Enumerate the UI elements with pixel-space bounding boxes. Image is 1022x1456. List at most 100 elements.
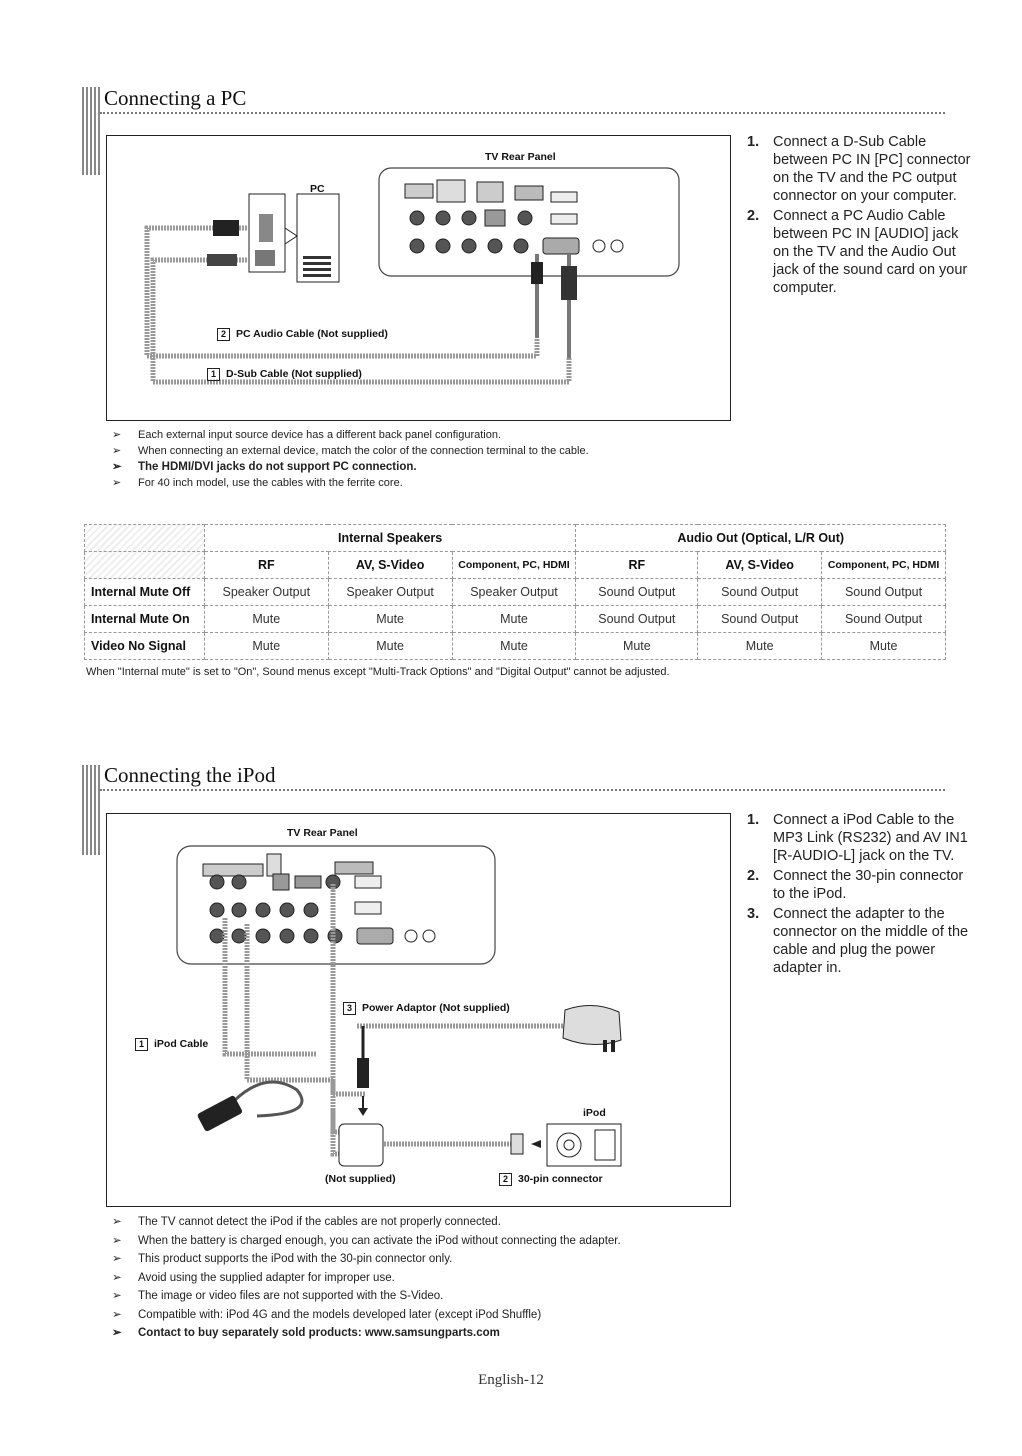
step-number: 1. [747, 134, 760, 150]
table-cell: Mute [575, 632, 699, 660]
note-arrow-icon: ➢ [112, 1290, 122, 1302]
pin-connector-label: 30-pin connector [518, 1173, 603, 1185]
pc-label: PC [310, 183, 325, 195]
note-item: ➢Avoid using the supplied adapter for im… [112, 1269, 832, 1288]
ipod-cable-label: iPod Cable [154, 1038, 209, 1050]
sub-header: RF [575, 551, 699, 579]
cable-number-2: 2 [499, 1173, 512, 1186]
table-cell: Speaker Output [327, 578, 453, 606]
note-arrow-icon: ➢ [112, 1327, 122, 1339]
table-cell: Sound Output [575, 578, 699, 606]
group-internal-speakers: Internal Speakers [203, 524, 577, 552]
note-arrow-icon: ➢ [112, 1271, 122, 1284]
table-corner [84, 551, 205, 579]
note-text: The image or video files are not support… [138, 1290, 444, 1302]
section-rule [100, 789, 945, 791]
section-rule [100, 112, 945, 114]
note-item: ➢The HDMI/DVI jacks do not support PC co… [112, 459, 812, 475]
note-arrow-icon: ➢ [112, 1234, 122, 1247]
step-text: Connect a D-Sub Cable between PC IN [PC]… [773, 134, 971, 204]
table-row: Video No Signal Mute Mute Mute Mute Mute… [84, 632, 946, 660]
section-bar [82, 765, 100, 855]
note-text: The HDMI/DVI jacks do not support PC con… [138, 461, 417, 473]
step-text: Connect a PC Audio Cable between PC IN [… [773, 208, 968, 296]
tv-rear-panel-label: TV Rear Panel [287, 827, 358, 839]
dsub-cable-label: D-Sub Cable (Not supplied) [226, 368, 362, 380]
step-text: Connect a iPod Cable to the MP3 Link (RS… [773, 812, 968, 864]
ipod-steps: 1. Connect a iPod Cable to the MP3 Link (… [747, 811, 972, 979]
note-item: ➢Each external input source device has a… [112, 427, 812, 443]
ipod-diagram-graphic [176, 845, 622, 1167]
section-title-pc: Connecting a PC [104, 86, 247, 110]
ipod-connection-diagram: TV Rear Panel 3 Power Adaptor (Not suppli… [106, 813, 731, 1207]
step-number: 3. [747, 906, 760, 922]
note-text: Compatible with: iPod 4G and the models … [138, 1308, 542, 1321]
sub-header: AV, S-Video [327, 551, 453, 579]
ipod-step-2: 2.Connect the 30-pin connector to the iP… [747, 867, 972, 903]
row-header: Video No Signal [84, 632, 205, 660]
cable-number-2: 2 [217, 328, 230, 341]
ipod-notes: ➢The TV cannot detect the iPod if the ca… [112, 1213, 832, 1343]
ipod-label: iPod [583, 1107, 606, 1119]
pc-audio-cable-caption: 2 PC Audio Cable (Not supplied) [217, 328, 388, 341]
pin-connector-caption: 2 30-pin connector [499, 1173, 603, 1186]
table-cell: Mute [451, 632, 577, 660]
table-cell: Mute [821, 632, 946, 660]
sub-header: Component, PC, HDMI [451, 551, 577, 579]
pc-audio-cable-label: PC Audio Cable (Not supplied) [236, 328, 388, 340]
section-title-ipod: Connecting the iPod [104, 763, 276, 787]
note-item: ➢Contact to buy separately sold products… [112, 1324, 832, 1343]
table-cell: Sound Output [697, 605, 823, 633]
cable-number-1: 1 [135, 1038, 148, 1051]
table-cell: Mute [327, 632, 453, 660]
section-bar [82, 87, 100, 175]
note-arrow-icon: ➢ [112, 1216, 122, 1228]
note-arrow-icon: ➢ [112, 477, 122, 489]
note-item: ➢ When the battery is charged enough, you… [112, 1232, 832, 1251]
step-text: Connect the adapter to the connector on … [773, 906, 969, 976]
table-corner [84, 524, 205, 552]
ipod-step-1: 1. Connect a iPod Cable to the MP3 Link (… [747, 811, 972, 865]
table-row: Internal Mute Off Speaker Output Speaker… [84, 578, 946, 606]
note-item: ➢ For 40 inch model, use the cables with … [112, 475, 812, 491]
audio-output-table: Internal Speakers Audio Out (Optical, L/… [84, 524, 946, 660]
table-cell: Mute [327, 605, 453, 633]
table-cell: Sound Output [821, 578, 946, 606]
table-cell: Speaker Output [451, 578, 577, 606]
table-cell: Mute [697, 632, 823, 660]
table-cell: Mute [203, 632, 329, 660]
sub-header: AV, S-Video [697, 551, 823, 579]
table-sub-header: RF AV, S-Video Component, PC, HDMI RF AV… [84, 551, 946, 579]
table-cell: Sound Output [821, 605, 946, 633]
note-text: When connecting an external device, matc… [138, 445, 589, 457]
note-arrow-icon: ➢ [112, 445, 122, 457]
note-item: ➢ When connecting an external device, mat… [112, 443, 812, 459]
note-text: This product supports the iPod with the … [138, 1253, 453, 1265]
pc-notes: ➢Each external input source device has a… [112, 427, 812, 491]
row-header: Internal Mute On [84, 605, 205, 633]
note-arrow-icon: ➢ [112, 429, 122, 441]
ipod-cable-caption: 1 iPod Cable [135, 1038, 208, 1051]
power-adaptor-label: Power Adaptor (Not supplied) [362, 1002, 510, 1014]
sub-header: Component, PC, HDMI [821, 551, 946, 579]
table-cell: Sound Output [697, 578, 823, 606]
tv-rear-panel-label: TV Rear Panel [485, 151, 556, 163]
row-header: Internal Mute Off [84, 578, 205, 606]
note-text: When the battery is charged enough, you … [138, 1234, 621, 1247]
note-text: For 40 inch model, use the cables with t… [138, 477, 403, 489]
cable-number-3: 3 [343, 1002, 356, 1015]
sub-header: RF [203, 551, 329, 579]
pc-step-2: 2.Connect a PC Audio Cable between PC IN… [747, 207, 972, 297]
power-adaptor-caption: 3 Power Adaptor (Not supplied) [343, 1002, 510, 1015]
table-cell: Sound Output [575, 605, 699, 633]
table-cell: Speaker Output [203, 578, 329, 606]
ipod-step-3: 3. Connect the adapter to the connector o… [747, 905, 972, 977]
pc-step-1: 1. Connect a D-Sub Cable between PC IN [P… [747, 133, 972, 205]
pc-connection-diagram: TV Rear Panel PC 2 PC Audio Cable (Not su… [106, 135, 731, 421]
note-item: ➢The TV cannot detect the iPod if the ca… [112, 1213, 832, 1232]
group-audio-out: Audio Out (Optical, L/R Out) [575, 524, 946, 552]
table-cell: Mute [203, 605, 329, 633]
step-number: 2. [747, 868, 760, 884]
step-number: 1. [747, 812, 760, 828]
